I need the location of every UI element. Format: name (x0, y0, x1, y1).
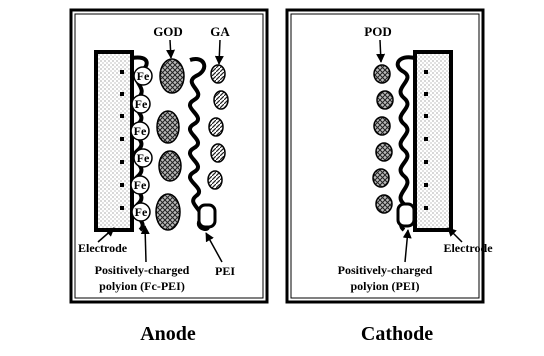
anode-electrode-label: Electrode (78, 241, 128, 255)
cathode-electrode (415, 52, 451, 230)
god-label: GOD (153, 24, 183, 39)
cathode-polyion-label-line1: Positively-charged (338, 263, 433, 277)
svg-text:Fe: Fe (137, 151, 150, 165)
fe-mediator-4: Fe (134, 149, 152, 167)
cathode-polyion-label-line2: polyion (PEI) (350, 279, 419, 293)
anode-panel: Fe Fe Fe Fe Fe Fe GOD GA (71, 10, 267, 302)
anode-electrode (96, 52, 132, 230)
anode-polyion-label-line1: Positively-charged (95, 263, 190, 277)
fe-mediator-3: Fe (131, 122, 149, 140)
anode-title: Anode (140, 323, 196, 345)
pei-label: PEI (215, 264, 235, 278)
pod-label: POD (364, 24, 391, 39)
fe-mediator-5: Fe (131, 176, 149, 194)
svg-text:Fe: Fe (134, 178, 147, 192)
anode-polyion-label-line2: polyion (Fc-PEI) (99, 279, 185, 293)
fe-mediator-2: Fe (132, 95, 150, 113)
cathode-title: Cathode (361, 323, 433, 345)
fe-mediator-6: Fe (132, 203, 150, 221)
svg-text:Fe: Fe (135, 97, 148, 111)
svg-text:Fe: Fe (134, 124, 147, 138)
cathode-panel: POD Electrode Positively-charged polyion… (287, 10, 493, 302)
svg-text:Fe: Fe (137, 69, 150, 83)
fe-mediator-1: Fe (134, 67, 152, 85)
ga-label: GA (210, 24, 230, 39)
cathode-electrode-label: Electrode (443, 241, 493, 255)
svg-text:Fe: Fe (135, 205, 148, 219)
